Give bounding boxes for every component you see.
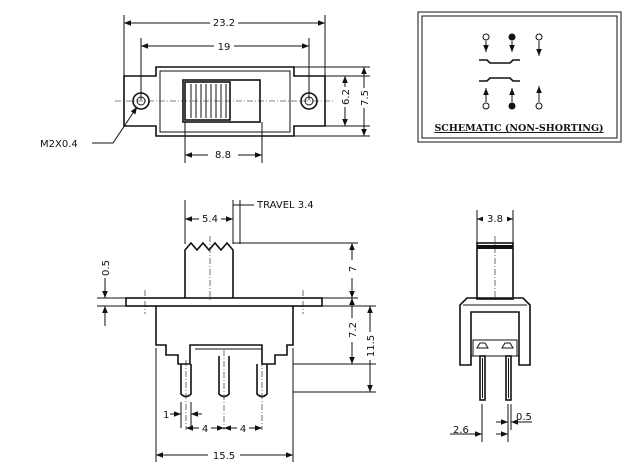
wiper-bar-lower bbox=[479, 77, 520, 82]
dim-overall-width: 7.5 bbox=[357, 67, 371, 136]
contact-bottom-right bbox=[535, 86, 543, 110]
dim-total-height: 11.5 bbox=[363, 306, 377, 392]
dim-pin-width: 1 bbox=[163, 402, 202, 428]
schematic-caption: SCHEMATIC (NON-SHORTING) bbox=[434, 123, 603, 134]
top-view: 23.2 19 bbox=[40, 15, 371, 163]
dim-body-height: 7.2 bbox=[345, 298, 359, 364]
dim-label-total-height: 11.5 bbox=[366, 335, 377, 357]
dim-label-actuator-height: 7 bbox=[348, 266, 359, 272]
dim-label-flange-thickness: 0.5 bbox=[101, 260, 112, 276]
side-pin-left bbox=[479, 355, 486, 401]
hole-callout: M2X0.4 bbox=[40, 106, 138, 150]
front-actuator bbox=[184, 241, 234, 298]
side-housing bbox=[459, 297, 531, 366]
dim-label-overall-width: 7.5 bbox=[360, 90, 371, 106]
dim-side-actuator-width: 3.8 bbox=[477, 212, 513, 225]
dim-label-travel: TRAVEL 3.4 bbox=[256, 200, 314, 211]
dim-label-side-pin-spacing: 2.6 bbox=[453, 425, 469, 436]
dim-label-side-pin-thickness: 0.5 bbox=[516, 412, 532, 423]
dim-slot-length: 8.8 bbox=[185, 148, 262, 161]
front-body bbox=[155, 306, 294, 365]
dim-label-side-actuator-width: 3.8 bbox=[487, 214, 503, 225]
front-view: 5.4 TRAVEL 3.4 0.5 7 7.2 bbox=[97, 200, 377, 462]
front-flange bbox=[125, 297, 323, 307]
dim-side-pin-thickness: 0.5 bbox=[496, 412, 532, 425]
dim-label-pin-pitch-1: 4 bbox=[202, 424, 208, 435]
dim-label-overall-length: 23.2 bbox=[213, 18, 235, 29]
dim-label-actuator-width: 5.4 bbox=[202, 214, 218, 225]
dim-travel: TRAVEL 3.4 bbox=[233, 200, 314, 211]
body-outline bbox=[159, 70, 291, 133]
dim-label-body-height: 7.2 bbox=[348, 322, 359, 338]
dim-label-hole-pitch: 19 bbox=[218, 42, 231, 53]
dim-body-width: 6.2 bbox=[338, 76, 352, 126]
hole-callout-label: M2X0.4 bbox=[40, 139, 78, 150]
dim-label-pin-width: 1 bbox=[163, 410, 169, 421]
schematic-box: SCHEMATIC (NON-SHORTING) bbox=[417, 11, 622, 143]
dim-label-pin-pitch-2: 4 bbox=[240, 424, 246, 435]
dim-label-slot-length: 8.8 bbox=[215, 150, 231, 161]
side-pin-right bbox=[505, 355, 512, 401]
wiper-bar-upper bbox=[479, 59, 520, 64]
dim-actuator-height: 7 bbox=[345, 243, 359, 298]
contact-bottom-left bbox=[482, 88, 490, 110]
dim-actuator-width: 5.4 bbox=[185, 211, 233, 225]
dim-label-body-width: 6.2 bbox=[341, 89, 352, 105]
schematic-border bbox=[417, 11, 622, 143]
dim-front-overall-length: 15.5 bbox=[156, 448, 293, 462]
dim-flange-thickness: 0.5 bbox=[101, 260, 112, 326]
contact-top-left bbox=[482, 33, 490, 52]
contact-top-right bbox=[535, 33, 543, 56]
dim-side-pin-spacing: 2.6 bbox=[450, 425, 508, 437]
contact-top-middle bbox=[508, 33, 516, 52]
schematic-inner-border bbox=[421, 15, 618, 139]
contact-bottom-middle bbox=[508, 88, 516, 110]
dim-pin-pitch-1: 4 bbox=[186, 421, 224, 435]
dim-label-front-overall-length: 15.5 bbox=[213, 451, 235, 462]
side-view: 3.8 2.6 0.5 bbox=[450, 210, 532, 442]
dim-pin-pitch-2: 4 bbox=[224, 421, 262, 435]
dim-overall-length: 23.2 bbox=[124, 16, 325, 29]
dim-hole-pitch: 19 bbox=[141, 39, 309, 53]
